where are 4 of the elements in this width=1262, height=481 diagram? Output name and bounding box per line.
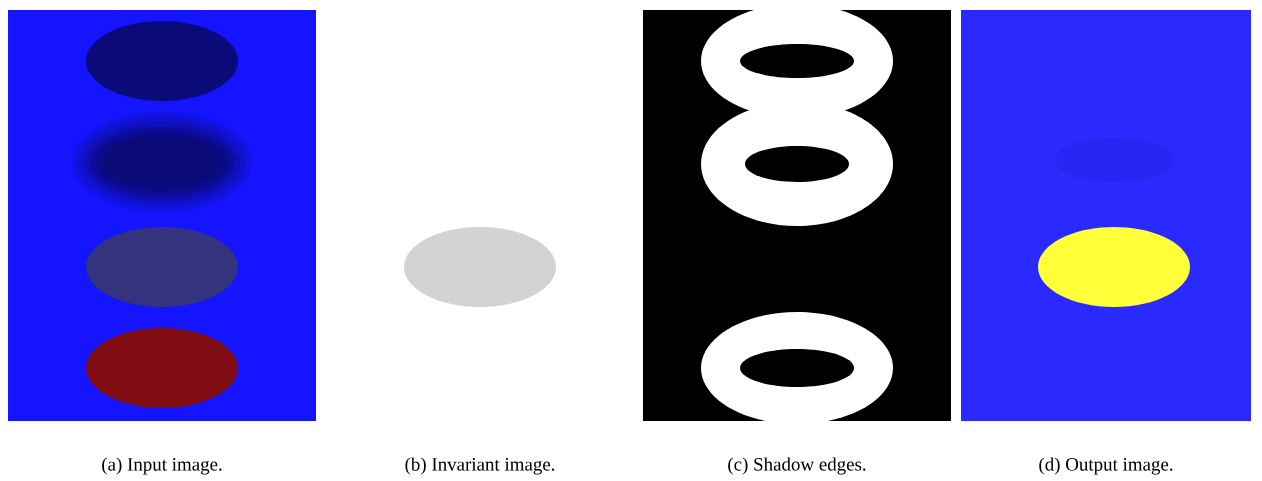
caption: (b) Invariant image.: [405, 457, 555, 475]
caption: (c) Shadow edges.: [728, 457, 866, 475]
caption: (a) Input image.: [102, 457, 222, 475]
caption: (d) Output image.: [1039, 457, 1173, 475]
